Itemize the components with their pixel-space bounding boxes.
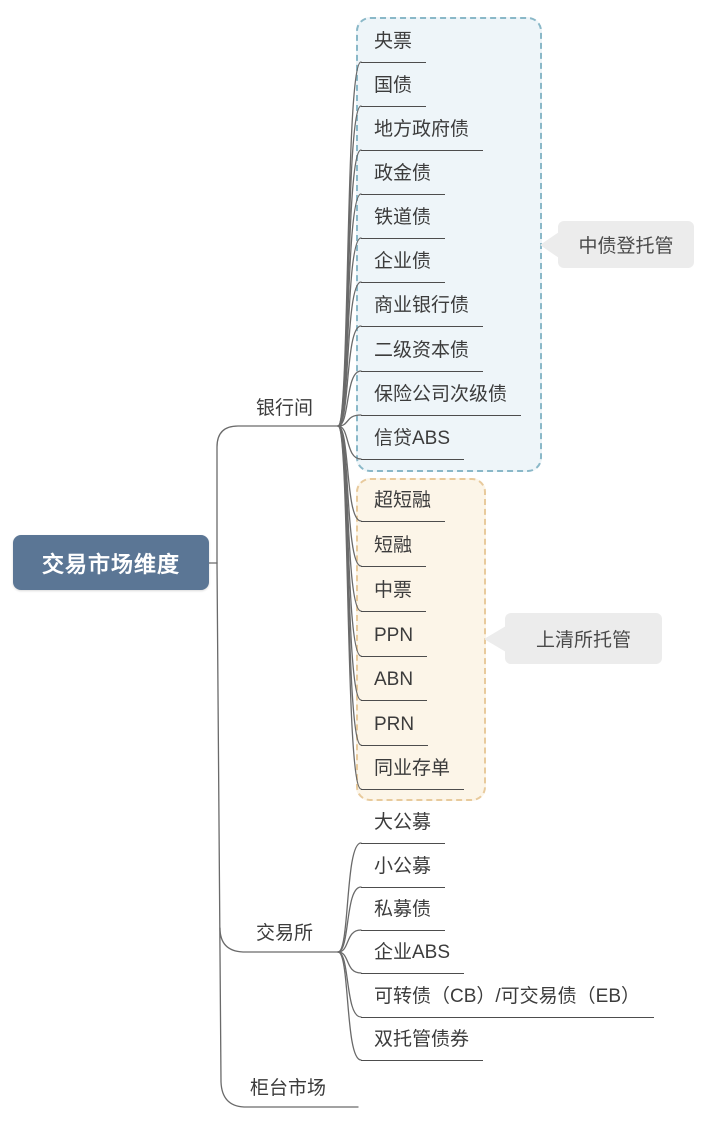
node-mtn[interactable]: 中票 bbox=[361, 578, 427, 612]
connector bbox=[337, 842, 362, 953]
connector bbox=[337, 325, 362, 427]
node-short-cp[interactable]: 短融 bbox=[361, 533, 427, 567]
node-abn[interactable]: ABN bbox=[361, 667, 428, 701]
group-box-chinabond-custody bbox=[356, 17, 542, 472]
node-commercial-bank-bond[interactable]: 商业银行债 bbox=[361, 293, 484, 327]
group-box-shanghai-clearing-custody bbox=[356, 478, 486, 801]
node-private-placement-bond[interactable]: 私募债 bbox=[361, 897, 446, 931]
node-enterprise-abs[interactable]: 企业ABS bbox=[361, 940, 465, 974]
branch-interbank[interactable]: 银行间 bbox=[256, 398, 314, 419]
node-railway-bond[interactable]: 铁道债 bbox=[361, 205, 446, 239]
connector bbox=[337, 281, 362, 427]
node-policy-bank-bond[interactable]: 政金债 bbox=[361, 161, 446, 195]
connector bbox=[337, 414, 362, 427]
node-ppn[interactable]: PPN bbox=[361, 623, 428, 657]
annotation-tail-shqs bbox=[484, 626, 506, 652]
annotation-tail-chinabond bbox=[540, 232, 559, 258]
connector bbox=[337, 425, 362, 790]
branch-otc-market[interactable]: 柜台市场 bbox=[250, 1078, 327, 1099]
node-super-short-cp[interactable]: 超短融 bbox=[361, 488, 446, 522]
node-cb-eb[interactable]: 可转债（CB）/可交易债（EB） bbox=[361, 984, 655, 1018]
node-insurance-sub-bond[interactable]: 保险公司次级债 bbox=[361, 382, 522, 416]
connector-branch-interbank bbox=[216, 425, 339, 564]
connector-branch-exchange bbox=[219, 927, 339, 953]
branch-exchange[interactable]: 交易所 bbox=[256, 923, 314, 944]
node-enterprise-bond[interactable]: 企业债 bbox=[361, 249, 446, 283]
annotation-chinabond-custody[interactable]: 中债登托管 bbox=[558, 221, 694, 268]
node-central-bank-bill[interactable]: 央票 bbox=[361, 29, 427, 63]
node-small-public-offering[interactable]: 小公募 bbox=[361, 854, 446, 888]
connector bbox=[337, 951, 362, 1018]
connector-branch-otc bbox=[216, 562, 359, 1108]
node-big-public-offering[interactable]: 大公募 bbox=[361, 810, 446, 844]
annotation-shanghai-clearing-custody[interactable]: 上清所托管 bbox=[505, 613, 662, 664]
connector bbox=[337, 886, 362, 953]
connector bbox=[337, 929, 362, 953]
node-tier2-capital-bond[interactable]: 二级资本债 bbox=[361, 338, 484, 372]
node-ncd[interactable]: 同业存单 bbox=[361, 756, 465, 790]
node-treasury-bond[interactable]: 国债 bbox=[361, 73, 427, 107]
node-credit-abs[interactable]: 信贷ABS bbox=[361, 426, 465, 460]
node-local-government-bond[interactable]: 地方政府债 bbox=[361, 117, 484, 151]
root-node[interactable]: 交易市场维度 bbox=[13, 535, 209, 590]
connector bbox=[337, 370, 362, 427]
node-prn[interactable]: PRN bbox=[361, 712, 429, 746]
connector bbox=[337, 951, 362, 1061]
node-dual-custody-bond[interactable]: 双托管债券 bbox=[361, 1027, 484, 1061]
